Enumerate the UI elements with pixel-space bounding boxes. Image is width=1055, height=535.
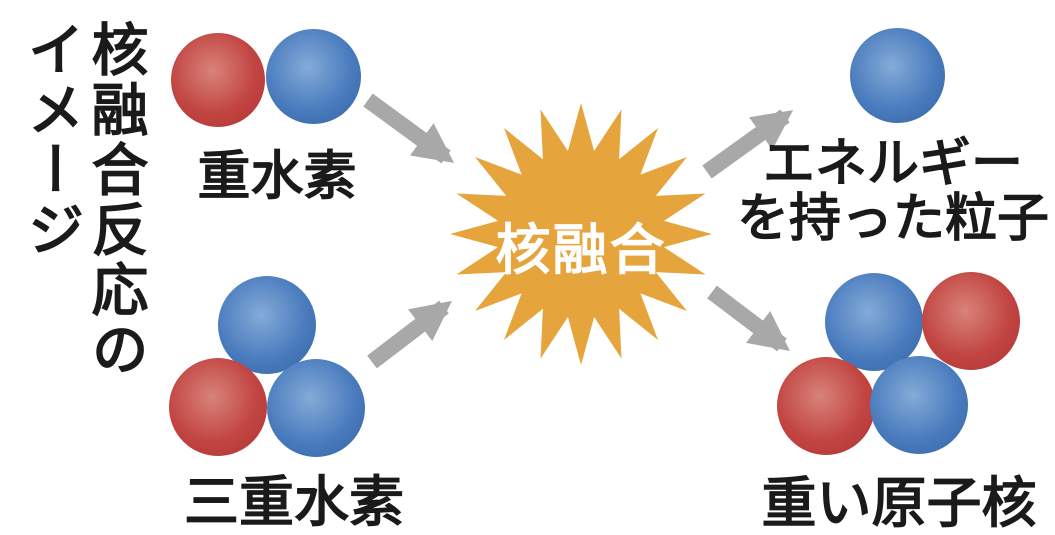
fusion-starburst — [450, 103, 712, 365]
energy-particle-label-line1: エネルギー — [762, 135, 1023, 193]
tritium-label: 三重水素 — [183, 471, 404, 533]
deuterium-label: 重水素 — [197, 147, 357, 206]
particle-sphere — [870, 356, 968, 454]
title-line-1: 核融合反応の — [83, 20, 147, 380]
arrow-fusion-to-heavy-nucleus — [707, 285, 790, 352]
particle-sphere — [218, 276, 316, 374]
particle-sphere — [266, 29, 361, 124]
starburst-shape — [450, 103, 712, 365]
particle-sphere — [171, 33, 265, 127]
particle-sphere — [777, 357, 875, 455]
energy-particle-label-line2: を持った粒子 — [736, 190, 1049, 248]
energy-particle — [850, 28, 945, 123]
particle-sphere — [267, 359, 365, 457]
energy-particle-label: エネルギー を持った粒子 — [728, 137, 1055, 247]
heavy-nucleus-cluster — [777, 272, 1020, 455]
heavy-nucleus-label: 重い原子核 — [761, 472, 1037, 534]
fusion-label: 核融合 — [495, 219, 667, 281]
particle-sphere — [825, 273, 923, 371]
arrow-tritium-to-fusion — [367, 300, 452, 369]
tritium-cluster — [169, 276, 365, 457]
diagram-title: 核融合反応の イメージ — [10, 20, 147, 398]
particle-sphere — [850, 28, 945, 123]
particle-sphere — [922, 272, 1020, 370]
particle-sphere — [169, 358, 267, 456]
deuterium-cluster — [171, 29, 361, 127]
title-line-2: イメージ — [19, 20, 84, 260]
